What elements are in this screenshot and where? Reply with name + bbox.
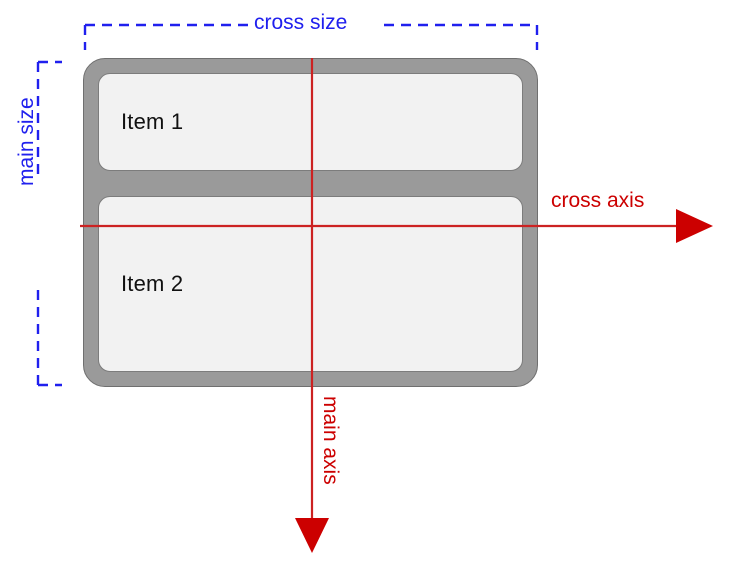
flex-item-1: Item 1 (98, 73, 523, 171)
cross-size-label: cross size (254, 11, 348, 34)
main-size-bracket (36, 60, 62, 387)
main-axis-label: main axis (319, 396, 342, 485)
main-size-label: main size (15, 97, 38, 186)
cross-size-bracket (83, 23, 539, 50)
cross-axis-arrowhead-icon (676, 209, 713, 243)
cross-axis-arrow (80, 209, 713, 243)
cross-axis-label: cross axis (551, 189, 645, 212)
main-axis-arrow (295, 58, 329, 553)
flex-item-2-label: Item 2 (121, 271, 184, 296)
flex-container: Item 1 Item 2 (83, 58, 538, 387)
flex-item-1-label: Item 1 (121, 109, 184, 134)
main-axis-arrowhead-icon (295, 518, 329, 553)
